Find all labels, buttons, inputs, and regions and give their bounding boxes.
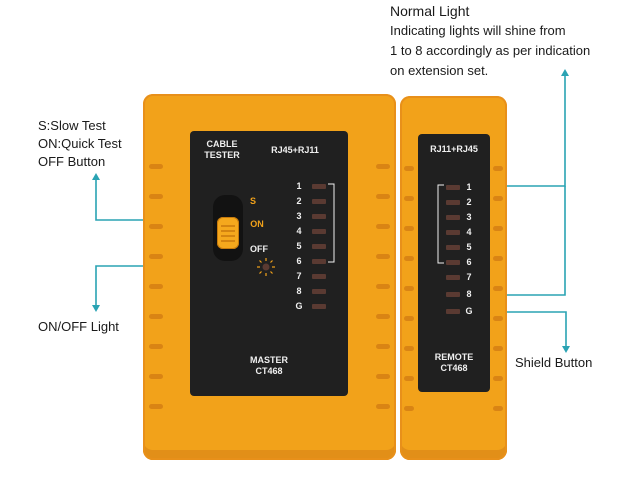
remote-led-row: 3 bbox=[444, 212, 484, 223]
normal-light-desc-1: Indicating lights will shine from bbox=[390, 23, 566, 38]
remote-led-light bbox=[446, 245, 460, 250]
remote-footer-line2: CT468 bbox=[440, 363, 468, 373]
remote-led-light bbox=[446, 292, 460, 297]
master-led-light bbox=[312, 184, 326, 189]
remote-led-row: 4 bbox=[444, 227, 484, 238]
master-led-row: 2 bbox=[294, 196, 334, 207]
normal-light-desc-2: 1 to 8 accordingly as per indication bbox=[390, 43, 591, 58]
normal-light-desc-3: on extension set. bbox=[390, 63, 489, 78]
switch-desc-3: OFF Button bbox=[38, 154, 106, 169]
master-led-row: 3 bbox=[294, 211, 334, 222]
master-led-light bbox=[312, 289, 326, 294]
switch-label-off: OFF bbox=[250, 244, 268, 254]
remote-led-light bbox=[446, 215, 460, 220]
switch-label-s: S bbox=[249, 196, 256, 206]
master-led-row: G bbox=[294, 301, 334, 312]
master-led-number: 3 bbox=[296, 211, 302, 221]
master-footer-line1: MASTER bbox=[250, 355, 288, 365]
remote-led-row: 6 bbox=[444, 257, 484, 268]
master-led-row: 8 bbox=[294, 286, 334, 297]
master-led-light bbox=[312, 214, 326, 219]
remote-led-bracket bbox=[437, 184, 444, 264]
test-mode-switch[interactable] bbox=[213, 195, 243, 261]
master-led-number: 7 bbox=[296, 271, 302, 281]
remote-led-row: 2 bbox=[444, 197, 484, 208]
master-panel: CABLE TESTER RJ45+RJ11 S ON OFF 1 2 3 4 … bbox=[190, 131, 348, 396]
remote-led-row: 7 bbox=[444, 272, 484, 283]
master-header-line2: TESTER bbox=[204, 150, 240, 160]
remote-panel: RJ11+RJ45 1 2 3 4 5 6 7 8 G REMOTE CT468 bbox=[418, 134, 490, 392]
master-led-number: 4 bbox=[296, 226, 302, 236]
remote-led-number: 5 bbox=[466, 242, 472, 252]
master-led-light bbox=[312, 259, 326, 264]
master-led-row: 5 bbox=[294, 241, 334, 252]
remote-led-number: 8 bbox=[466, 289, 472, 299]
master-led-light bbox=[312, 274, 326, 279]
normal-light-title: Normal Light bbox=[390, 3, 470, 19]
remote-led-number: 7 bbox=[466, 272, 472, 282]
remote-led-number: 3 bbox=[466, 212, 472, 222]
master-header-line1: CABLE bbox=[206, 139, 238, 149]
master-led-number: 2 bbox=[296, 196, 302, 206]
remote-led-number: 4 bbox=[466, 227, 472, 237]
master-led-number: 8 bbox=[296, 286, 302, 296]
master-led-number: 6 bbox=[296, 256, 302, 266]
master-led-number: 1 bbox=[296, 181, 302, 191]
master-led-light bbox=[312, 304, 326, 309]
master-led-light bbox=[312, 199, 326, 204]
master-led-number: 5 bbox=[296, 241, 302, 251]
switch-desc-2: ON:Quick Test bbox=[38, 136, 122, 151]
master-led-light bbox=[312, 244, 326, 249]
remote-led-number: 1 bbox=[466, 182, 472, 192]
master-led-number: G bbox=[295, 301, 303, 311]
onoff-light-label: ON/OFF Light bbox=[38, 319, 119, 334]
remote-footer-line1: REMOTE bbox=[434, 352, 474, 362]
remote-led-light bbox=[446, 200, 460, 205]
remote-led-light bbox=[446, 275, 460, 280]
master-port-label: RJ45+RJ11 bbox=[271, 145, 319, 155]
remote-port-label: RJ11+RJ45 bbox=[430, 144, 478, 154]
master-led-row: 1 bbox=[294, 181, 334, 192]
switch-label-on: ON bbox=[250, 219, 264, 229]
shield-button-label: Shield Button bbox=[515, 355, 593, 370]
remote-led-row: 5 bbox=[444, 242, 484, 253]
remote-led-number: 6 bbox=[466, 257, 472, 267]
onoff-light-icon bbox=[257, 258, 275, 276]
remote-led-number: 2 bbox=[466, 197, 472, 207]
master-led-light bbox=[312, 229, 326, 234]
remote-led-row: G bbox=[444, 306, 484, 317]
remote-led-row: 8 bbox=[444, 289, 484, 300]
master-led-row: 7 bbox=[294, 271, 334, 282]
remote-led-row: 1 bbox=[444, 182, 484, 193]
master-footer-line2: CT468 bbox=[255, 366, 283, 376]
remote-led-light bbox=[446, 260, 460, 265]
master-led-row: 6 bbox=[294, 256, 334, 267]
switch-knob[interactable] bbox=[217, 217, 239, 249]
remote-led-light bbox=[446, 185, 460, 190]
master-led-row: 4 bbox=[294, 226, 334, 237]
remote-led-light bbox=[446, 230, 460, 235]
remote-led-light bbox=[446, 309, 460, 314]
remote-led-number: G bbox=[465, 306, 473, 316]
switch-desc-1: S:Slow Test bbox=[38, 118, 106, 133]
master-led-bracket bbox=[328, 183, 335, 263]
